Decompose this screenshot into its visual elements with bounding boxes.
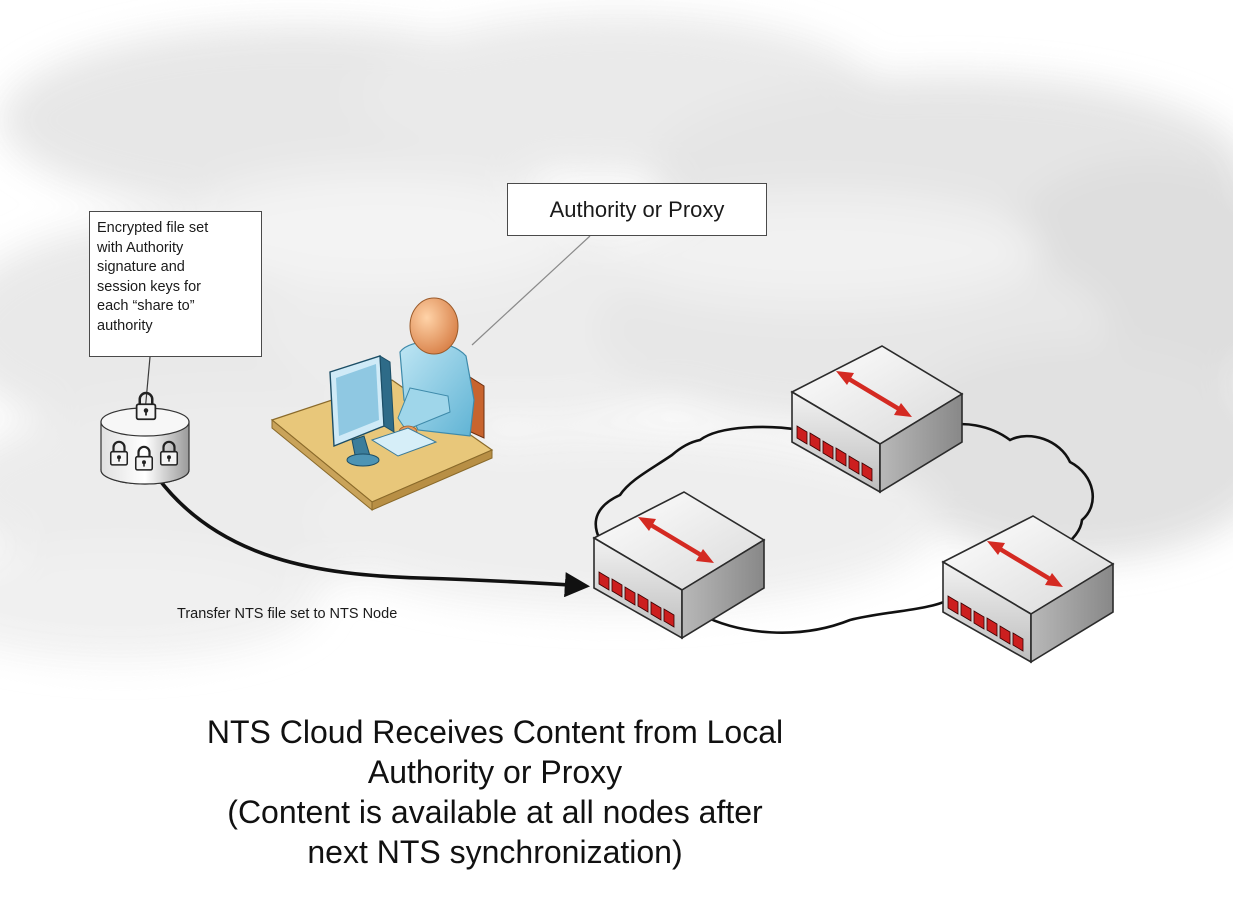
caption-line: Authority or Proxy (367, 754, 623, 790)
fileset-callout-line: Encrypted file set (97, 220, 209, 236)
transfer-connector (156, 476, 591, 598)
authority-callout: Authority or Proxy (507, 183, 767, 236)
diagram-caption: NTS Cloud Receives Content from Local Au… (120, 712, 870, 872)
fileset-callout-line: signature and (97, 259, 185, 275)
locked-database-icon (100, 391, 190, 485)
caption-line: (Content is available at all nodes after (227, 794, 763, 830)
fileset-callout: Encrypted file set with Authority signat… (89, 211, 262, 357)
transfer-label: Transfer NTS file set to NTS Node (177, 606, 398, 622)
caption-line: NTS Cloud Receives Content from Local (206, 714, 784, 750)
fileset-leader-line (144, 356, 151, 413)
fileset-callout-line: authority (97, 317, 153, 334)
caption-line: next NTS synchronization) (307, 834, 683, 870)
fileset-callout-line: each “share to” (97, 298, 195, 314)
authority-leader-line (471, 235, 591, 346)
fileset-callout-line: session keys for (97, 278, 201, 295)
fileset-callout-line: with Authority (97, 239, 184, 256)
person-at-desk-icon (270, 297, 494, 512)
